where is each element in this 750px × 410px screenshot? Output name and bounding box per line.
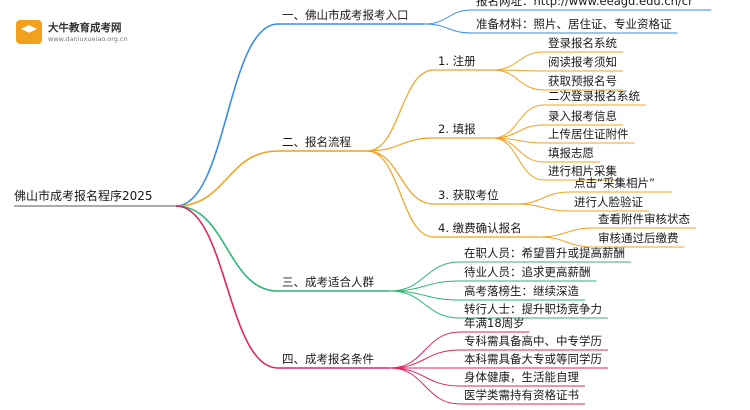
leaf-label: 获取预报名号 — [548, 74, 617, 88]
leaf-connector — [492, 124, 545, 139]
leaf-connector — [424, 9, 473, 25]
leaf-connector — [538, 236, 595, 248]
group-label: 4. 缴费确认报名 — [438, 221, 522, 235]
group-connector — [366, 150, 435, 205]
brand-site: www.daniuxueiao.org.cn — [48, 35, 128, 43]
leaf-label: 二次登录报名系统 — [548, 89, 640, 103]
leaf-connector — [389, 367, 461, 387]
leaf-label: 高考落榜生：继续深造 — [464, 284, 579, 298]
branch-connector — [175, 23, 279, 207]
leaf-connector — [389, 331, 461, 369]
leaf-connector — [389, 290, 461, 319]
leaf-connector — [492, 69, 545, 91]
leaf-label: 医学类需持有资格证书 — [464, 388, 579, 402]
leaf-connector — [538, 227, 595, 238]
leaf-label: 进行人脸验证 — [574, 195, 643, 209]
leaf-label: 查看附件审核状态 — [598, 212, 690, 226]
root-topic: 佛山市成考报名程序2025 — [14, 189, 153, 203]
leaf-connector — [424, 23, 473, 34]
leaf-label: 审核通过后缴费 — [598, 231, 679, 245]
leaf-connector — [492, 137, 545, 181]
brand-logo: 大牛教育成考网 www.daniuxueiao.org.cn — [16, 18, 146, 48]
leaf-label: 登录报名系统 — [548, 36, 617, 50]
group-label: 1. 注册 — [438, 54, 476, 68]
branch-connector — [175, 205, 279, 369]
branch-connector — [175, 150, 279, 207]
leaf-label: 准备材料：照片、居住证、专业资格证 — [476, 17, 672, 31]
leaf-label: 本科需具备大专或等同学历 — [464, 352, 602, 366]
leaf-label: 上传居住证附件 — [548, 127, 629, 141]
leaf-label: 进行相片采集 — [548, 164, 617, 178]
branch-label: 一、佛山市成考报考入口 — [282, 8, 409, 22]
leaf-connector — [389, 261, 461, 292]
leaf-label: 转行人士：提升职场竞争力 — [464, 302, 602, 316]
leaf-connector — [492, 51, 545, 71]
leaf-label: 待业人员：追求更高薪酬 — [464, 265, 591, 279]
graduation-cap-icon — [16, 20, 42, 44]
leaf-connector — [492, 104, 545, 139]
leaf-label: 报名网址：http://www.eeagd.edu.cn/cr — [476, 0, 693, 8]
branch-label: 二、报名流程 — [282, 135, 351, 149]
brand-name: 大牛教育成考网 — [48, 22, 122, 34]
leaf-label: 填报志愿 — [548, 146, 594, 160]
leaf-label: 阅读报考须知 — [548, 55, 617, 69]
group-connector — [366, 150, 435, 238]
branch-connector — [175, 205, 279, 292]
group-connector — [366, 69, 435, 152]
leaf-label: 身体健康，生活能自理 — [464, 370, 579, 384]
group-connector — [366, 137, 435, 152]
leaf-connector — [515, 191, 571, 205]
group-label: 2. 填报 — [438, 122, 476, 136]
leaf-label: 年满18周岁 — [464, 316, 525, 330]
leaf-connector — [389, 349, 461, 369]
group-label: 3. 获取考位 — [438, 188, 499, 202]
leaf-connector — [389, 280, 461, 292]
leaf-label: 专科需具备高中、中专学历 — [464, 334, 602, 348]
branch-label: 四、成考报名条件 — [282, 352, 374, 366]
leaf-label: 在职人员：希望晋升或提高薪酬 — [464, 246, 625, 260]
leaf-connector — [389, 367, 461, 405]
leaf-connector — [515, 203, 571, 212]
branch-label: 三、成考适合人群 — [282, 275, 374, 289]
leaf-label: 录入报考信息 — [548, 109, 617, 123]
leaf-label: 点击“采集相片” — [574, 176, 655, 190]
